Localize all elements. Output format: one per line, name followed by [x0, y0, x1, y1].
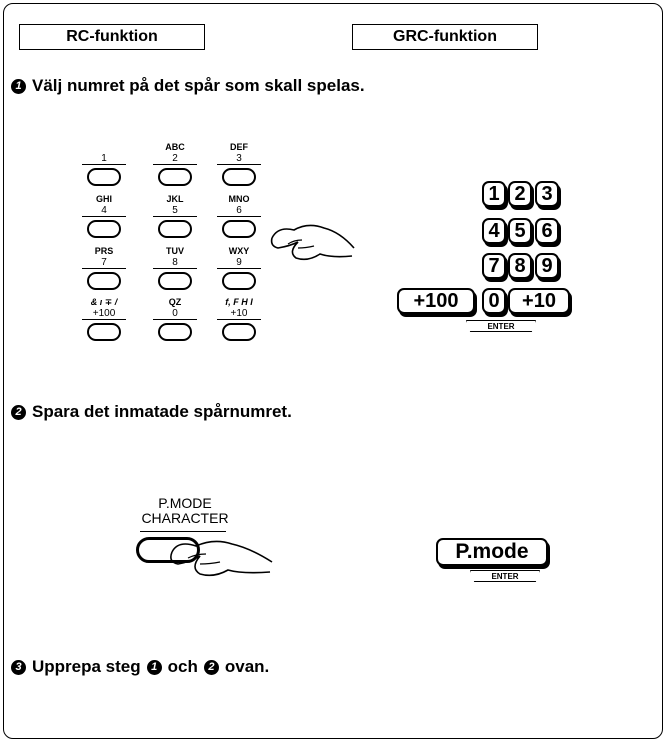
- key-letters: [72, 142, 136, 153]
- rc-key-8[interactable]: TUV 8: [143, 246, 207, 290]
- key-number: 0: [153, 308, 197, 320]
- rc-key-3[interactable]: DEF 3: [207, 142, 271, 186]
- rc-key-5[interactable]: JKL 5: [143, 194, 207, 238]
- key-letters: MNO: [228, 194, 250, 204]
- step-3-text-a: Upprepa steg: [32, 657, 141, 676]
- key-letters: & ı ∓ /: [90, 297, 118, 307]
- enter-key[interactable]: ENTER: [466, 320, 536, 332]
- key-number: 3: [217, 153, 261, 165]
- key-letters: f, F H I: [225, 297, 253, 307]
- grc-key-plus100[interactable]: +100: [397, 288, 475, 314]
- key-button[interactable]: [87, 220, 121, 238]
- grc-function-header: GRC-funktion: [352, 24, 538, 50]
- grc-key-7[interactable]: 7: [482, 253, 506, 279]
- key-button[interactable]: [158, 323, 192, 341]
- key-letters: PRS: [94, 246, 114, 256]
- key-number: 8: [153, 257, 197, 269]
- key-button[interactable]: [222, 272, 256, 290]
- key-number: 2: [153, 153, 197, 165]
- grc-pmode-button[interactable]: P.mode: [436, 538, 548, 566]
- pmode-button[interactable]: [136, 537, 200, 563]
- grc-key-plus10[interactable]: +10: [508, 288, 570, 314]
- key-button[interactable]: [87, 168, 121, 186]
- step-1-text: Välj numret på det spår som skall spelas…: [32, 76, 365, 95]
- key-number: 7: [82, 257, 126, 269]
- key-letters: QZ: [168, 297, 182, 307]
- key-letters: WXY: [228, 246, 250, 256]
- step-number-badge: 2: [11, 404, 26, 420]
- rc-key-0[interactable]: QZ 0: [143, 297, 207, 341]
- key-button[interactable]: [87, 272, 121, 290]
- pmode-label: P.MODE CHARACTER: [120, 496, 250, 526]
- key-letters: TUV: [166, 246, 184, 256]
- page-frame: [3, 3, 663, 739]
- pmode-label-line1: P.MODE: [158, 495, 212, 511]
- rc-function-header: RC-funktion: [19, 24, 205, 50]
- step-number-badge: 3: [11, 659, 26, 675]
- key-button[interactable]: [222, 220, 256, 238]
- key-number: +10: [217, 308, 261, 320]
- grc-key-0[interactable]: 0: [482, 288, 506, 314]
- step-ref-badge: 1: [146, 659, 162, 675]
- step-3-text-b: och: [167, 657, 198, 676]
- grc-key-2[interactable]: 2: [508, 181, 532, 207]
- grc-key-1[interactable]: 1: [482, 181, 506, 207]
- step-1: 1 Välj numret på det spår som skall spel…: [11, 76, 365, 96]
- grc-key-6[interactable]: 6: [535, 218, 559, 244]
- grc-key-5[interactable]: 5: [508, 218, 532, 244]
- step-3: 3 Upprepa steg 1 och 2 ovan.: [11, 657, 269, 677]
- pointing-hand-icon: [170, 540, 273, 577]
- key-button[interactable]: [222, 168, 256, 186]
- key-letters: GHI: [95, 194, 112, 204]
- rc-key-7[interactable]: PRS 7: [72, 246, 136, 290]
- grc-key-8[interactable]: 8: [508, 253, 532, 279]
- key-letters: DEF: [230, 142, 248, 152]
- rc-key-9[interactable]: WXY 9: [207, 246, 271, 290]
- rc-key-plus10[interactable]: f, F H I +10: [207, 297, 271, 341]
- key-number: 1: [82, 153, 126, 165]
- pointing-hand-icon: [270, 224, 355, 261]
- rc-key-plus100[interactable]: & ı ∓ / +100: [72, 297, 136, 341]
- step-number-badge: 1: [11, 78, 26, 94]
- pmode-underline: [140, 531, 226, 532]
- key-letters: ABC: [165, 142, 185, 152]
- key-letters: JKL: [166, 194, 184, 204]
- grc-key-9[interactable]: 9: [535, 253, 559, 279]
- enter-key[interactable]: ENTER: [470, 570, 540, 582]
- grc-key-4[interactable]: 4: [482, 218, 506, 244]
- key-number: +100: [82, 308, 126, 320]
- key-button[interactable]: [158, 168, 192, 186]
- key-button[interactable]: [87, 323, 121, 341]
- key-number: 5: [153, 205, 197, 217]
- key-button[interactable]: [222, 323, 256, 341]
- rc-key-6[interactable]: MNO 6: [207, 194, 271, 238]
- step-2: 2 Spara det inmatade spårnumret.: [11, 402, 292, 422]
- key-number: 4: [82, 205, 126, 217]
- key-number: 9: [217, 257, 261, 269]
- pmode-label-line2: CHARACTER: [141, 510, 229, 526]
- key-button[interactable]: [158, 220, 192, 238]
- step-ref-badge: 2: [203, 659, 219, 675]
- rc-key-1[interactable]: 1: [72, 142, 136, 186]
- rc-key-4[interactable]: GHI 4: [72, 194, 136, 238]
- step-2-text: Spara det inmatade spårnumret.: [32, 402, 292, 421]
- grc-key-3[interactable]: 3: [535, 181, 559, 207]
- rc-key-2[interactable]: ABC 2: [143, 142, 207, 186]
- step-3-text-c: ovan.: [224, 657, 270, 676]
- key-button[interactable]: [158, 272, 192, 290]
- key-number: 6: [217, 205, 261, 217]
